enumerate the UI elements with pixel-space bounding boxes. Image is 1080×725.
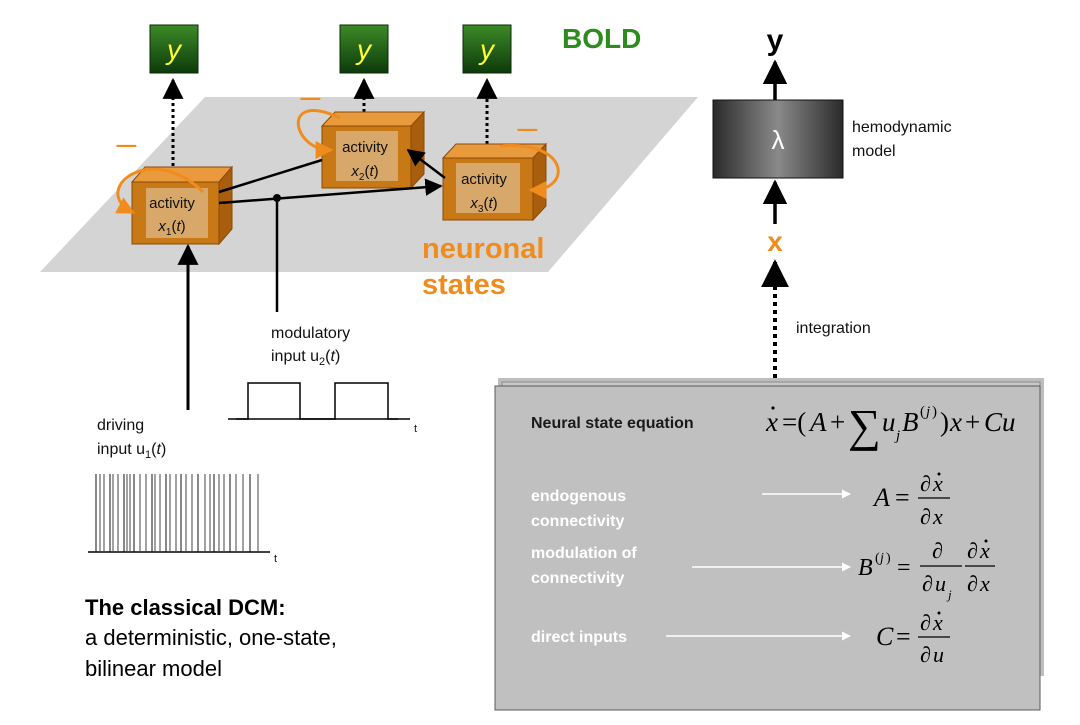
inhibition-mark-2: _	[300, 63, 321, 101]
svg-text:∂: ∂	[920, 471, 931, 496]
equation-panel	[494, 378, 1044, 711]
svg-text:y: y	[355, 34, 373, 65]
svg-text:x: x	[932, 471, 943, 496]
svg-text:t: t	[274, 553, 277, 565]
hemodynamic-model-box: λ	[712, 99, 844, 179]
svg-text:∑: ∑	[848, 400, 881, 451]
svg-text:B: B	[902, 407, 919, 437]
svg-text:x2(t): x2(t)	[350, 163, 378, 183]
svg-text:x: x	[949, 407, 962, 437]
svg-text:C: C	[876, 622, 894, 651]
svg-text:): )	[940, 407, 949, 437]
svg-text:A: A	[808, 407, 827, 437]
connection-x1-x2	[218, 158, 323, 194]
inhibition-mark-1: _	[116, 110, 137, 148]
modulation-label: modulation of	[531, 545, 637, 562]
caption-line-2: bilinear model	[85, 656, 222, 681]
svg-text:x: x	[765, 407, 778, 437]
svg-text:∂: ∂	[967, 538, 978, 563]
right-y-label: y	[767, 24, 784, 57]
integration-label: integration	[796, 320, 871, 337]
svg-text:(: (	[920, 404, 925, 420]
svg-text:): )	[932, 404, 937, 420]
self-loop-x1	[115, 167, 205, 214]
connection-x1-x3	[218, 178, 443, 205]
right-x-label: x	[767, 226, 783, 257]
modulation-label-2: connectivity	[531, 570, 624, 587]
svg-text:x1(t): x1(t)	[157, 218, 185, 238]
svg-text:y: y	[478, 34, 496, 65]
neural-state-equation: x =( A + ∑ u j B ( j ) ) x + Cu	[765, 400, 1016, 451]
svg-text:=: =	[896, 622, 911, 651]
caption-title: The classical DCM:	[85, 595, 286, 620]
modulatory-input-label-2: input u2(t)	[271, 348, 340, 368]
y-node-2: y	[339, 24, 389, 74]
svg-text:A: A	[872, 483, 890, 512]
self-loop-x2	[296, 109, 341, 159]
neural-state-label: Neural state equation	[531, 415, 694, 432]
inhibition-mark-3: _	[517, 94, 538, 132]
svg-text:∂: ∂	[920, 610, 931, 635]
svg-text:activity: activity	[461, 171, 507, 188]
svg-text:∂: ∂	[922, 571, 933, 596]
driving-input-plot: t	[88, 474, 277, 565]
svg-text:u: u	[933, 642, 944, 667]
neuronal-states-label-2: states	[422, 269, 506, 301]
neuronal-states-label: neuronal	[422, 233, 544, 265]
caption-line-1: a deterministic, one-state,	[85, 625, 337, 650]
equation-c: C = ∂ x ∂ u	[876, 610, 950, 667]
svg-text:j: j	[894, 428, 900, 444]
svg-text:∂: ∂	[920, 642, 931, 667]
direct-inputs-label: direct inputs	[531, 629, 627, 646]
svg-text:λ: λ	[772, 125, 785, 155]
svg-text:activity: activity	[149, 195, 195, 212]
svg-text:activity: activity	[342, 139, 388, 156]
self-loop-x3	[499, 144, 560, 199]
svg-text:x: x	[979, 538, 990, 563]
svg-text:x: x	[932, 610, 943, 635]
svg-text:y: y	[165, 34, 183, 65]
svg-text:=: =	[897, 555, 911, 581]
activity-box-x1: activity x1(t)	[130, 165, 234, 246]
hemodynamic-label-2: model	[852, 143, 896, 160]
svg-text:j: j	[946, 587, 952, 602]
connection-x3-x2	[406, 148, 446, 179]
svg-text:∂: ∂	[932, 538, 943, 563]
equation-a: A = ∂ x ∂ x	[872, 471, 950, 529]
svg-text:B: B	[858, 555, 873, 581]
svg-text:u: u	[882, 407, 896, 437]
svg-text:=(: =(	[782, 407, 806, 437]
driving-input-label-2: input u1(t)	[97, 441, 166, 461]
bold-label: BOLD	[562, 23, 641, 54]
modulatory-input-label: modulatory	[271, 325, 350, 342]
svg-text:(: (	[875, 551, 880, 566]
svg-text:+: +	[965, 407, 980, 437]
svg-text:t: t	[414, 423, 417, 435]
endogenous-label-2: connectivity	[531, 513, 624, 530]
svg-text:Cu: Cu	[984, 407, 1016, 437]
svg-text:j: j	[924, 404, 930, 420]
activity-box-x3: activity x3(t)	[441, 142, 548, 222]
y-node-1: y	[149, 24, 199, 74]
driving-input-label: driving	[97, 417, 144, 434]
svg-text:j: j	[878, 551, 884, 566]
svg-text:=: =	[895, 483, 910, 512]
svg-text:+: +	[830, 407, 845, 437]
modulatory-input-plot: t	[228, 382, 417, 435]
hemodynamic-label: hemodynamic	[852, 119, 952, 136]
svg-text:∂: ∂	[920, 504, 931, 529]
svg-text:x3(t): x3(t)	[469, 195, 497, 215]
svg-text:x: x	[979, 571, 990, 596]
equation-b: B ( j ) = ∂ ∂ u j ∂ x ∂ x	[858, 538, 995, 602]
endogenous-label: endogenous	[531, 488, 626, 505]
svg-text:x: x	[932, 504, 943, 529]
svg-text:): )	[886, 551, 891, 566]
y-node-3: y	[462, 24, 512, 74]
svg-text:u: u	[935, 571, 946, 596]
svg-text:∂: ∂	[967, 571, 978, 596]
